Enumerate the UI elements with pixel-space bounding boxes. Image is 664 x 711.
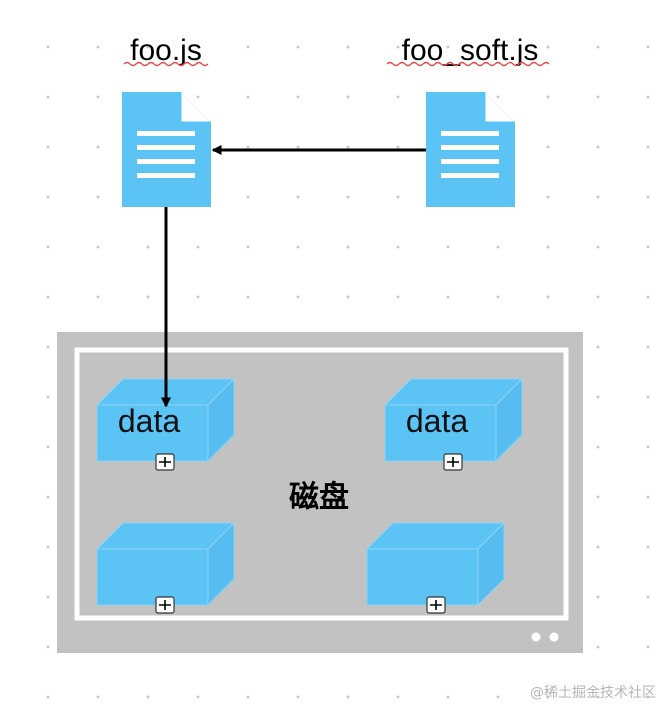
file-fold-inner [180,92,211,123]
expand-icon[interactable] [155,453,175,471]
cube-front [384,404,497,462]
file-fold-inner [484,92,515,123]
expand-icon[interactable] [426,596,446,614]
file-label-foo[interactable]: foo.js [123,34,209,67]
empty-block-bottom-left[interactable] [95,521,236,614]
file-line [137,131,195,136]
file-line [137,173,195,178]
file-line [137,145,195,150]
file-label-text: foo.js [130,34,202,67]
file-label-foo-soft[interactable]: foo_soft.js [386,34,550,67]
file-line [441,131,499,136]
file-line [137,159,195,164]
cube-front [96,548,209,606]
empty-block-bottom-right[interactable] [365,521,506,614]
file-line [441,159,499,164]
cube-front [96,404,209,462]
file-label-text: foo_soft.js [402,34,539,67]
spellcheck-underline [386,61,550,67]
watermark-text: @稀土掘金技术社区 [530,685,656,701]
cube-front [366,548,479,606]
expand-icon[interactable] [443,453,463,471]
file-line [441,173,499,178]
data-block-top-right[interactable]: data [383,377,524,471]
data-block-top-left[interactable]: data [95,377,236,471]
block-label: data [118,403,180,439]
file-line [441,145,499,150]
expand-icon[interactable] [155,596,175,614]
file-icon-foo-soft[interactable] [426,92,515,207]
disk-inner-frame [74,347,569,621]
spellcheck-underline [123,61,209,67]
disk-indicator-dot [549,632,559,642]
file-fold-edge [178,92,211,125]
disk-label: 磁盘 [289,480,349,515]
disk-indicator-dot [531,632,541,642]
block-label: data [406,403,468,439]
file-fold-edge [482,92,515,125]
file-icon-foo[interactable] [122,92,211,207]
